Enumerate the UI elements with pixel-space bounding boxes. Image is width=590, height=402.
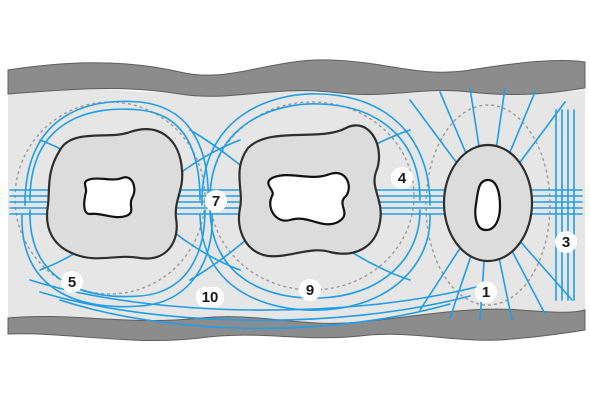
canal-right (475, 180, 500, 230)
label-10-text: 10 (202, 289, 219, 306)
label-1: 1 (475, 281, 497, 303)
label-4: 4 (391, 167, 413, 189)
label-1-text: 1 (482, 284, 490, 301)
label-3: 3 (555, 231, 577, 253)
label-3-text: 3 (562, 234, 570, 251)
label-5: 5 (61, 271, 83, 293)
label-7: 7 (205, 190, 227, 212)
molar-middle (239, 125, 381, 256)
label-5-text: 5 (68, 274, 76, 291)
canal-left (84, 177, 134, 217)
label-10: 10 (196, 287, 224, 307)
molar-left (47, 129, 182, 258)
label-7-text: 7 (212, 193, 220, 210)
label-4-text: 4 (398, 170, 407, 187)
canal-middle (268, 173, 348, 224)
premolar-right (444, 145, 532, 261)
label-9: 9 (299, 279, 321, 301)
label-9-text: 9 (306, 282, 314, 299)
